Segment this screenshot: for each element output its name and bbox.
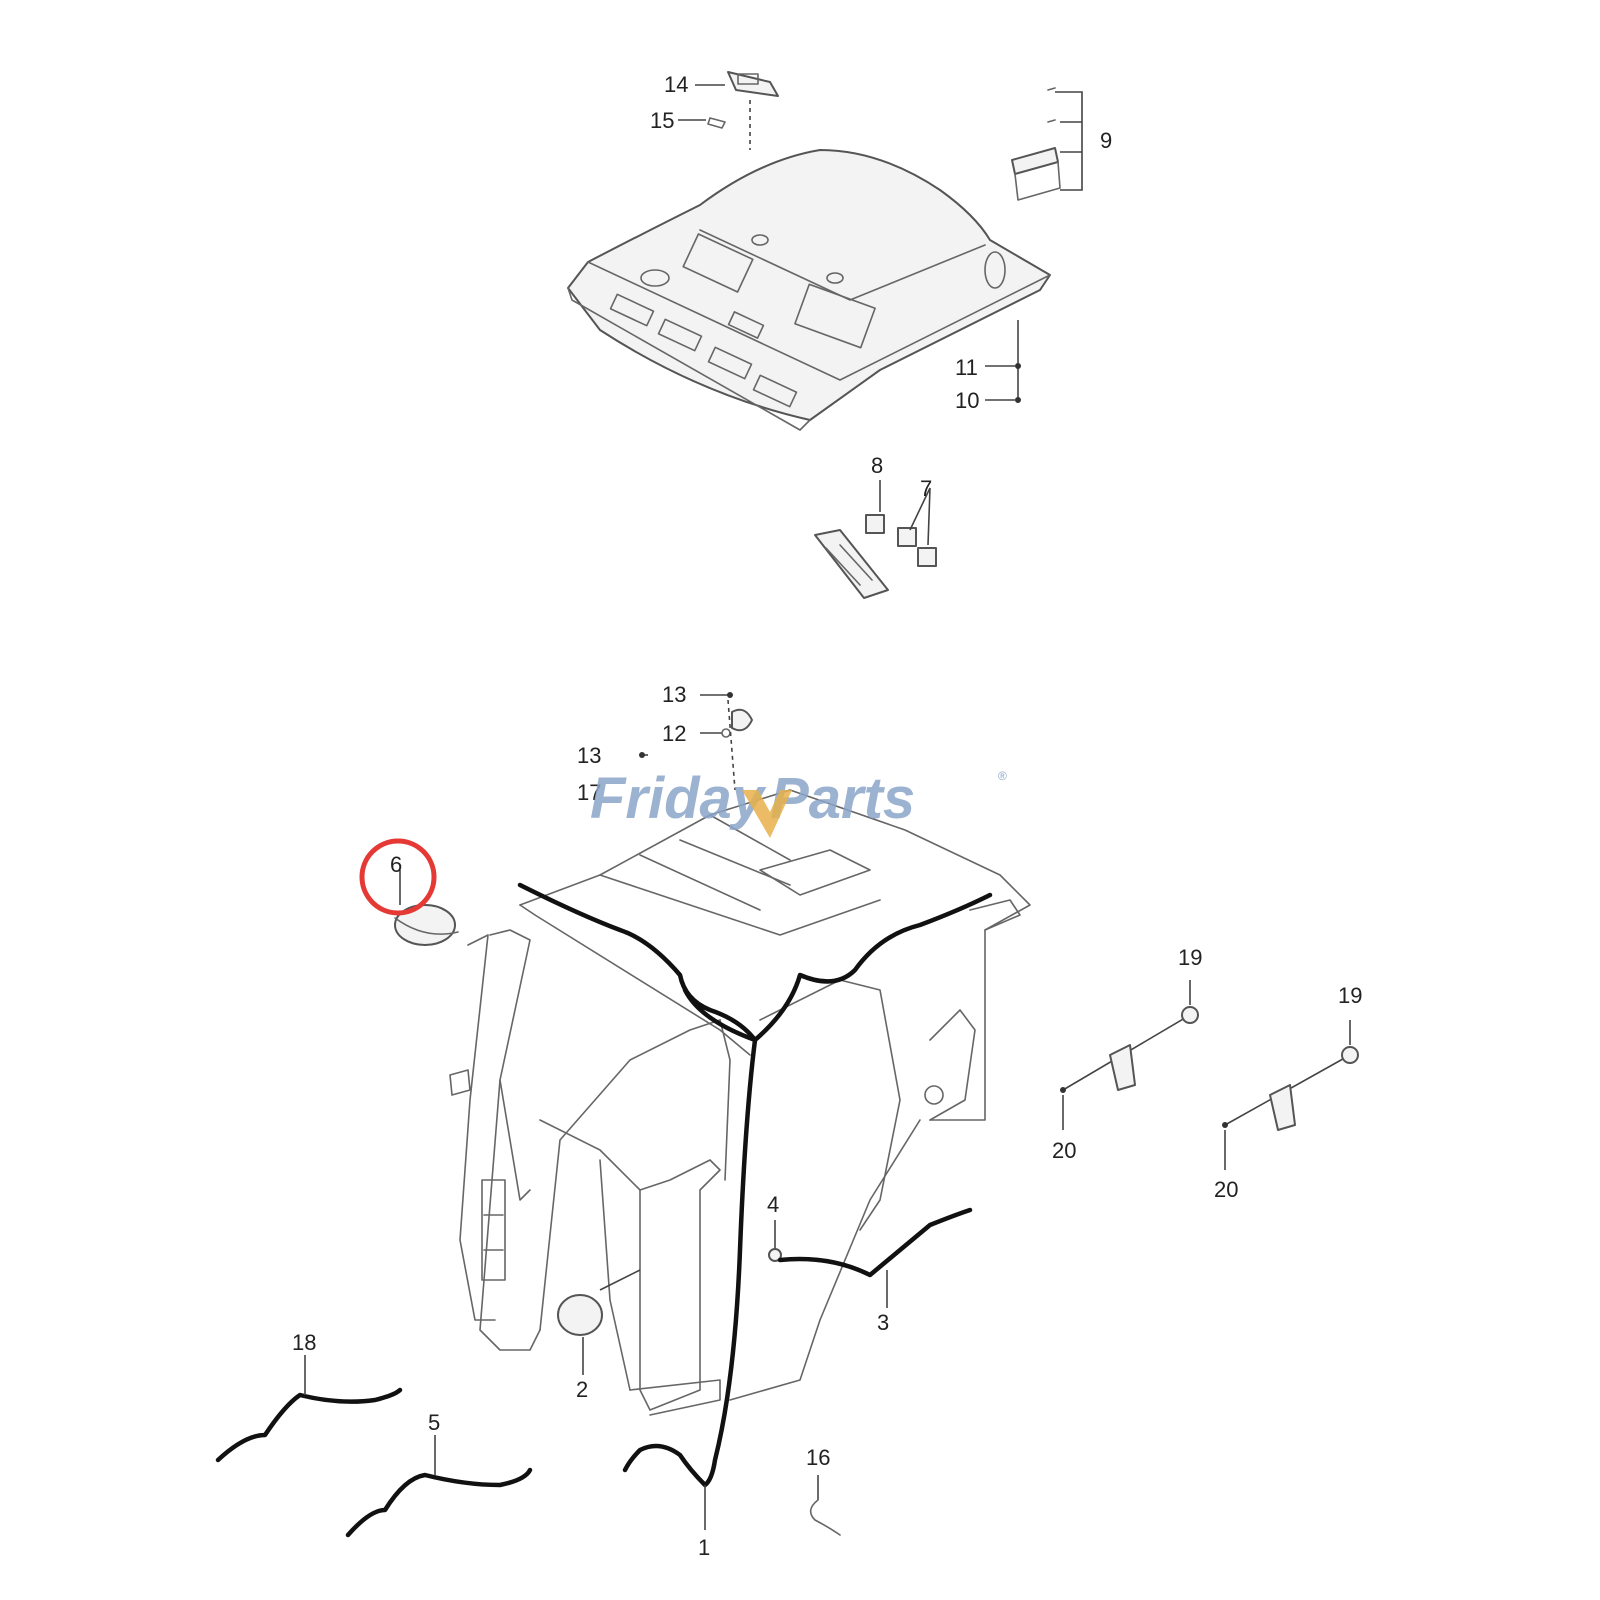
brackets-19-20 xyxy=(1060,980,1359,1170)
watermark-mark-icon xyxy=(742,790,792,838)
roof-light xyxy=(707,71,779,150)
item-2-part xyxy=(557,1294,603,1375)
cab-frame xyxy=(449,789,1031,1416)
callout-4: 4 xyxy=(767,1192,779,1217)
roof-panel xyxy=(567,149,1051,431)
callout-12: 12 xyxy=(662,721,686,746)
callout-6: 6 xyxy=(390,852,402,877)
watermark-brand-b: Parts xyxy=(770,766,915,831)
callout-16: 16 xyxy=(806,1445,830,1470)
callout-14: 14 xyxy=(664,72,688,97)
harness-3 xyxy=(777,1207,973,1308)
bracket-9 xyxy=(1011,87,1083,201)
callout-3: 3 xyxy=(877,1310,889,1335)
item-4-part xyxy=(768,1220,782,1262)
callout-17: 17 xyxy=(577,780,601,805)
callout-2: 2 xyxy=(576,1377,588,1402)
switch-panel xyxy=(814,480,937,599)
harness-1 xyxy=(517,882,993,1530)
leader-lines xyxy=(678,84,725,121)
callout-1: 1 xyxy=(698,1535,710,1560)
callout-9: 9 xyxy=(1100,128,1112,153)
callout-7: 7 xyxy=(920,476,932,501)
callout-8: 8 xyxy=(871,453,883,478)
callout-15: 15 xyxy=(650,108,674,133)
callout-20-left: 20 xyxy=(1052,1138,1076,1163)
harness-5 xyxy=(345,1435,533,1538)
callout-13-mid: 13 xyxy=(577,743,601,768)
screws-10-11 xyxy=(985,320,1021,403)
callout-19-right: 19 xyxy=(1338,983,1362,1008)
item-6-part xyxy=(394,870,459,946)
callout-18: 18 xyxy=(292,1330,316,1355)
callout-13-top: 13 xyxy=(662,682,686,707)
watermark-brand-a: Friday xyxy=(590,766,767,831)
watermark-registered: ® xyxy=(998,769,1007,783)
callout-19-left: 19 xyxy=(1178,945,1202,970)
item-16-part xyxy=(809,1475,841,1536)
highlight-circle xyxy=(359,838,437,916)
callout-20-right: 20 xyxy=(1214,1177,1238,1202)
callout-10: 10 xyxy=(955,388,979,413)
harness-18 xyxy=(215,1355,403,1463)
lamp-12-13 xyxy=(639,692,753,791)
callout-labels: 14 15 9 11 10 8 7 13 12 13 17 6 19 19 20… xyxy=(292,72,1362,1560)
callout-5: 5 xyxy=(428,1410,440,1435)
callout-11: 11 xyxy=(955,355,978,380)
